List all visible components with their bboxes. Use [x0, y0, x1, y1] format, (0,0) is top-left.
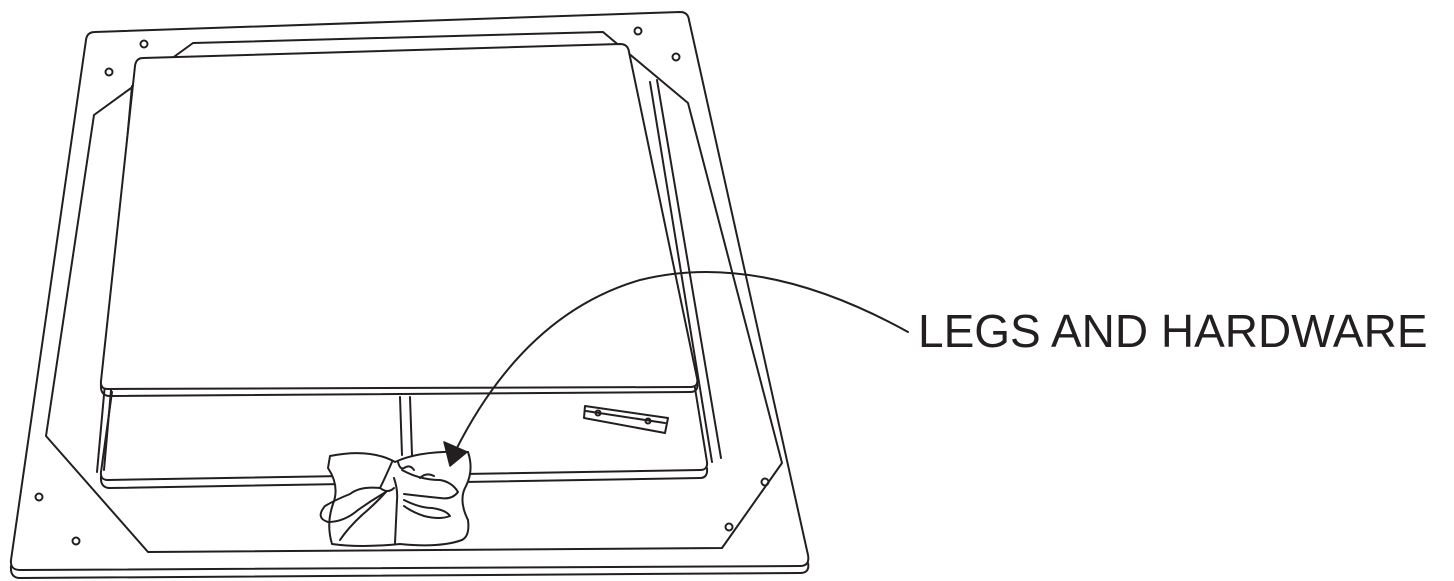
top-panel: [99, 43, 699, 390]
bag-stem: [409, 396, 413, 456]
screw-hole: [671, 52, 681, 62]
screw-hole: [71, 536, 81, 546]
callout-leader: [449, 271, 909, 463]
bag-fold: [401, 469, 459, 500]
callout-label: LEGS AND HARDWARE: [918, 305, 1428, 357]
outer-frame-edge: [9, 562, 810, 579]
screw-hole: [34, 492, 44, 502]
top-panel-edge: [99, 382, 699, 397]
screw-hole: [633, 26, 643, 36]
bracket-hole: [594, 409, 602, 417]
bag-fold: [397, 461, 415, 471]
bag-fold: [379, 487, 395, 492]
screw-hole: [104, 67, 114, 77]
outer-frame: [9, 11, 810, 571]
bag-fold: [339, 491, 387, 541]
inner-frame-opening: [45, 31, 783, 553]
bracket-inner: [585, 410, 666, 424]
bag-fold: [403, 499, 451, 519]
right-rail-inner: [649, 81, 713, 463]
bracket-hole: [644, 417, 652, 425]
right-rail: [656, 79, 722, 459]
screw-hole: [139, 39, 149, 49]
bag-fold: [393, 477, 399, 544]
bag-fold: [419, 473, 435, 479]
callout-arrowhead: [443, 441, 468, 467]
screw-hole: [760, 477, 770, 487]
bracket: [583, 405, 669, 434]
screw-hole: [724, 522, 734, 532]
bag-stem: [399, 396, 403, 456]
